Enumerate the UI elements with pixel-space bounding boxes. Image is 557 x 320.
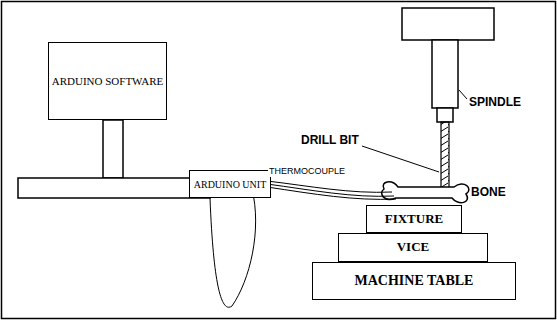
fixture-block: FIXTURE xyxy=(366,205,462,233)
machine-table-block: MACHINE TABLE xyxy=(312,262,516,300)
part-label: SPINDLE xyxy=(468,96,522,109)
monitor-stand xyxy=(103,120,123,178)
leader-line xyxy=(459,90,467,99)
box-text: ARDUINO UNIT xyxy=(194,179,267,190)
monitor-base xyxy=(18,178,210,198)
usb-cable xyxy=(210,189,256,307)
part-label: BONE xyxy=(470,186,507,199)
box-text: ARDUINO SOFTWARE xyxy=(52,75,164,87)
part-label: THERMOCOUPLE xyxy=(268,167,346,177)
vice-block: VICE xyxy=(338,233,488,262)
box-text: VICE xyxy=(397,240,430,254)
part-label: DRILL BIT xyxy=(300,134,360,147)
box-text: MACHINE TABLE xyxy=(355,273,474,288)
thermocouple-wire xyxy=(267,187,396,199)
spindle-head xyxy=(402,8,494,40)
monitor-screen: ARDUINO SOFTWARE xyxy=(48,42,167,120)
box-text: FIXTURE xyxy=(385,212,444,226)
arduino-unit-box: ARDUINO UNIT xyxy=(189,170,271,198)
spindle-body xyxy=(432,40,458,108)
chuck xyxy=(437,108,453,122)
leader-line xyxy=(362,146,439,172)
drill-bit xyxy=(441,122,449,188)
